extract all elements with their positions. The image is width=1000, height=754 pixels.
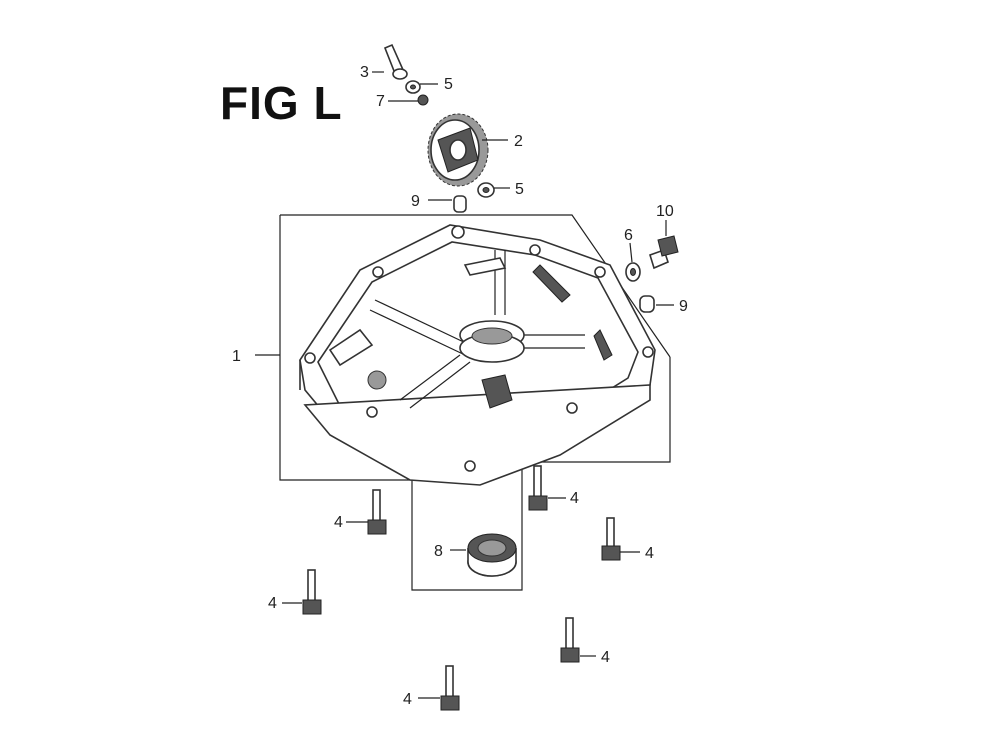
oil-seal-part — [467, 533, 517, 577]
flange-bolt — [440, 665, 460, 711]
dowel-pin-upper — [453, 195, 467, 213]
callout-7: 7 — [376, 93, 385, 110]
callout-2: 2 — [514, 133, 523, 150]
gear-part — [427, 113, 489, 187]
callout-9: 9 — [411, 193, 420, 210]
figure-title: FIG L — [220, 77, 343, 129]
flange-bolt — [528, 465, 548, 511]
leader-lines — [282, 71, 674, 699]
dowel-pin-right — [639, 295, 655, 313]
nut-part — [417, 94, 429, 106]
washer-part-upper — [405, 80, 421, 94]
callout-4: 4 — [268, 595, 277, 612]
callout-9: 9 — [679, 298, 688, 315]
callout-6: 6 — [624, 227, 633, 244]
flange-bolts — [302, 465, 621, 711]
flange-bolt — [601, 517, 621, 561]
callout-4: 4 — [601, 649, 610, 666]
drain-bolt-part — [649, 235, 679, 270]
assembly-bracket-lines — [255, 214, 671, 591]
callout-4: 4 — [570, 490, 579, 507]
flange-bolt — [302, 569, 322, 615]
callout-labels: 3 5 7 2 9 5 10 6 9 1 4 4 8 4 4 4 4 — [232, 64, 688, 708]
crankcase-cover-part — [299, 224, 656, 486]
callout-3: 3 — [360, 64, 369, 81]
callout-1: 1 — [232, 348, 241, 365]
callout-8: 8 — [434, 543, 443, 560]
washer-part-lower — [477, 182, 495, 198]
pin-part — [383, 43, 408, 80]
callout-4: 4 — [334, 514, 343, 531]
flange-bolt — [367, 489, 387, 535]
callout-10: 10 — [656, 203, 674, 220]
callout-4: 4 — [645, 545, 654, 562]
callout-5: 5 — [515, 181, 524, 198]
sealing-washer-part — [625, 262, 641, 282]
flange-bolt — [560, 617, 580, 663]
callout-5: 5 — [444, 76, 453, 93]
callout-4: 4 — [403, 691, 412, 708]
